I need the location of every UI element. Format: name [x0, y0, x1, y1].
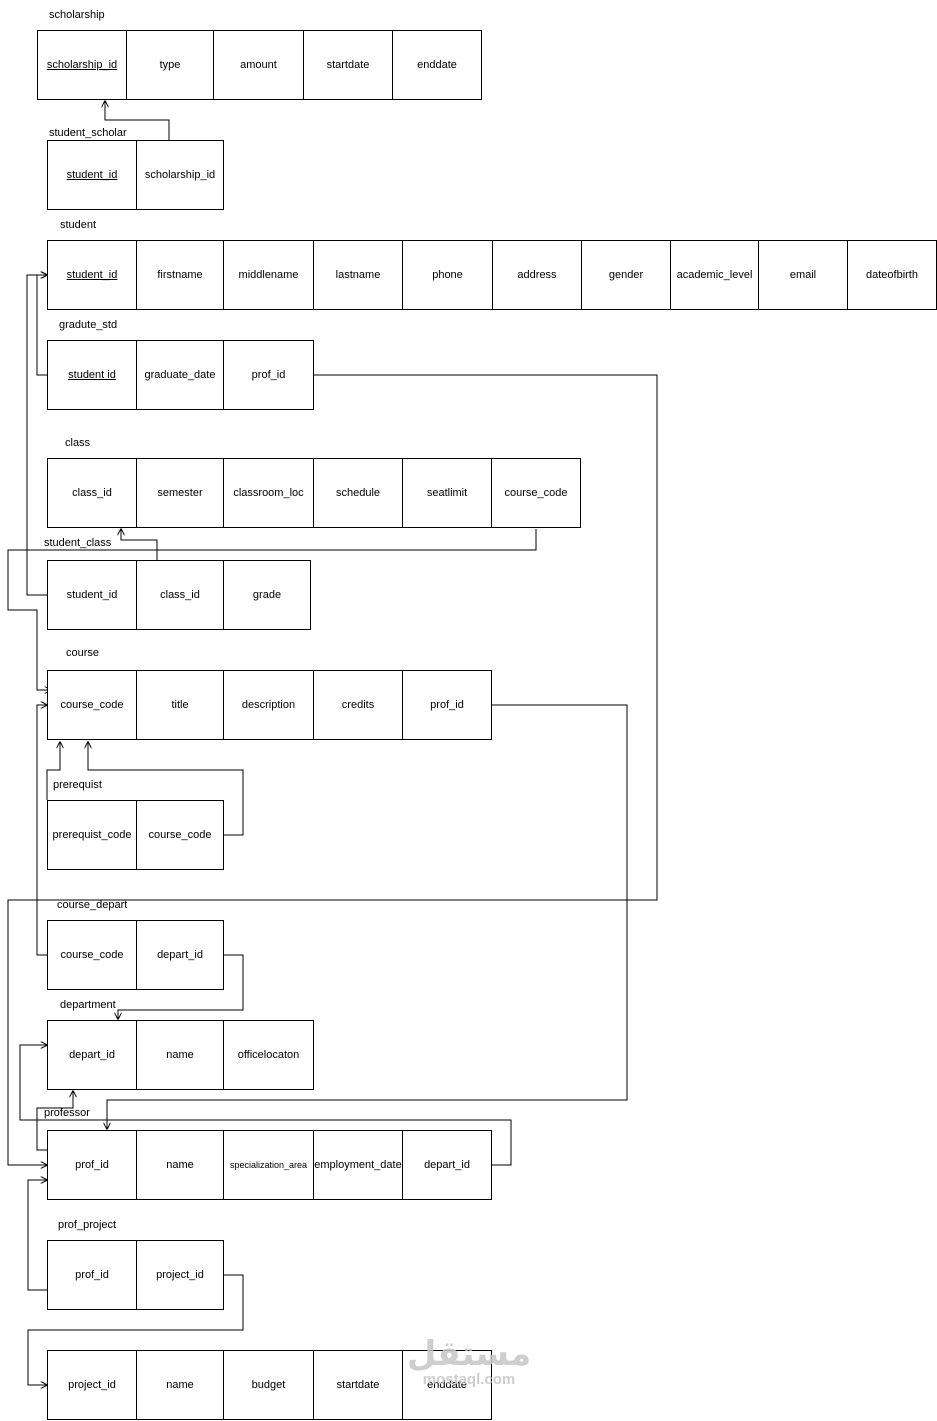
column-course-course-code: course_code [48, 671, 137, 740]
table-name-scholarship: scholarship [49, 9, 105, 21]
column-prerequist-prerequist-code: prerequist_code [48, 801, 137, 870]
table-name-course-depart: course_depart [57, 899, 128, 911]
column-professor-employment-date: employment_date [314, 1131, 403, 1200]
link-student-class-to-class [121, 529, 158, 560]
column-course-credits: credits [314, 671, 403, 740]
link-prof-project-to-project [27, 1274, 244, 1385]
column-student-scholar-scholarship-id: scholarship_id [137, 141, 224, 210]
column-project-enddate: enddate [403, 1351, 492, 1420]
link-student-class-to-student [26, 275, 47, 596]
column-project-startdate: startdate [314, 1351, 403, 1420]
column-student-middlename: middlename [224, 241, 314, 310]
column-project-name: name [137, 1351, 224, 1420]
column-professor-depart-id: depart_id [403, 1131, 492, 1200]
column-student-gender: gender [582, 241, 671, 310]
column-department-depart-id: depart_id [48, 1021, 137, 1090]
column-course-depart-course-code: course_code [48, 921, 137, 990]
watermark-latin: mostaql.com [422, 1371, 516, 1388]
column-student-class-grade: grade [224, 561, 311, 630]
column-class-course-code: course_code [492, 459, 581, 528]
column-project-budget: budget [224, 1351, 314, 1420]
link-course-depart-to-department [118, 954, 244, 1019]
column-gradute-std-graduate-date: graduate_date [137, 341, 224, 410]
column-student-firstname: firstname [137, 241, 224, 310]
column-department-name: name [137, 1021, 224, 1090]
column-scholarship-amount: amount [214, 31, 304, 100]
link-prof-project-to-professor [27, 1180, 47, 1291]
column-course-depart-depart-id: depart_id [137, 921, 224, 990]
column-class-class-id: class_id [48, 459, 137, 528]
link-gradute-std-to-student [36, 275, 47, 376]
table-name-student-scholar: student_scholar [49, 127, 127, 139]
column-professor-name: name [137, 1131, 224, 1200]
table-name-course: course [66, 647, 100, 659]
column-class-classroom-loc: classroom_loc [224, 459, 314, 528]
table-name-student: student [60, 219, 97, 231]
column-prof-project-project-id: project_id [137, 1241, 224, 1310]
column-scholarship-enddate: enddate [393, 31, 482, 100]
link-prerequist-code-to-course [46, 742, 60, 800]
column-prof-project-prof-id: prof_id [48, 1241, 137, 1310]
column-professor-prof-id: prof_id [48, 1131, 137, 1200]
column-department-officelocaton: officelocaton [224, 1021, 314, 1090]
column-project-project-id: project_id [48, 1351, 137, 1420]
column-student-lastname: lastname [314, 241, 403, 310]
column-student-class-student-id: student_id [48, 561, 137, 630]
column-class-semester: semester [137, 459, 224, 528]
column-student-dateofbirth: dateofbirth [848, 241, 937, 310]
column-class-seatlimit: seatlimit [403, 459, 492, 528]
column-gradute-std-prof-id: prof_id [224, 341, 314, 410]
column-course-description: description [224, 671, 314, 740]
column-student-academic-level: academic_level [671, 241, 759, 310]
watermark: مستقل mostaql.com [404, 1336, 534, 1388]
column-student-scholar-student-id: student_id [48, 141, 137, 210]
column-prerequist-course-code: course_code [137, 801, 224, 870]
column-class-schedule: schedule [314, 459, 403, 528]
link-prerequist-course-to-course [88, 742, 244, 836]
table-name-gradute-std: gradute_std [59, 319, 118, 331]
link-professor-to-department [19, 1045, 512, 1166]
watermark-arabic: مستقل [406, 1334, 532, 1374]
link-professor-top-to-department [36, 1091, 73, 1151]
table-name-professor: professor [44, 1107, 90, 1119]
column-course-prof-id: prof_id [403, 671, 492, 740]
link-course-to-professor [107, 704, 628, 1129]
column-gradute-std-student-id: student id [48, 341, 137, 410]
table-name-class: class [65, 437, 91, 449]
link-course-depart-to-course [36, 705, 47, 956]
link-class-to-course [7, 529, 537, 690]
table-name-prof-project: prof_project [58, 1219, 117, 1231]
column-course-title: title [137, 671, 224, 740]
column-student-email: email [759, 241, 848, 310]
column-student-student-id: student_id [48, 241, 137, 310]
column-student-phone: phone [403, 241, 493, 310]
column-scholarship-startdate: startdate [304, 31, 393, 100]
table-name-student-class: student_class [44, 537, 112, 549]
column-student-address: address [493, 241, 582, 310]
column-scholarship-type: type [127, 31, 214, 100]
table-name-prerequist: prerequist [53, 779, 102, 791]
column-student-class-class-id: class_id [137, 561, 224, 630]
link-student-scholar-to-scholarship [105, 101, 170, 140]
table-name-department: department [60, 999, 116, 1011]
column-professor-specialization-area: specialization_area [224, 1131, 314, 1200]
column-scholarship-scholarship-id: scholarship_id [38, 31, 127, 100]
